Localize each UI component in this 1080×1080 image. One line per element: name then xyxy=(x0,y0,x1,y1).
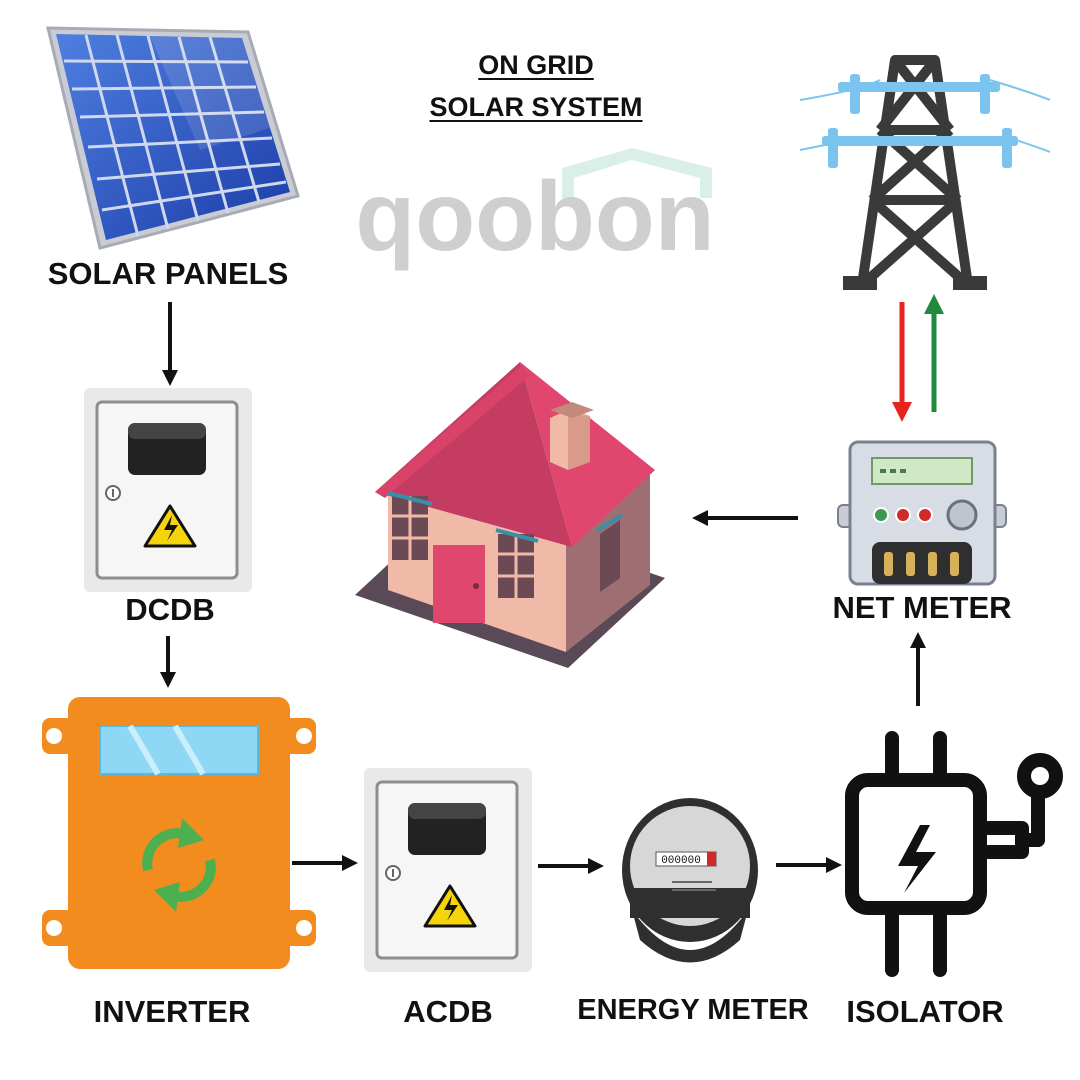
dcdb-box-icon xyxy=(84,388,252,592)
diagram-title: ON GRID SOLAR SYSTEM xyxy=(400,44,672,128)
title-line-2: SOLAR SYSTEM xyxy=(429,92,643,122)
label-isolator: ISOLATOR xyxy=(846,994,1004,1029)
qoobon-logo: qoobon xyxy=(355,148,715,271)
meter-reading: 000000 xyxy=(661,855,701,867)
bolt-icon xyxy=(898,825,936,893)
label-energy-meter: ENERGY METER xyxy=(577,994,809,1026)
title-line-1: ON GRID xyxy=(478,50,594,80)
transmission-tower-icon xyxy=(799,55,1051,290)
label-net-meter: NET METER xyxy=(832,590,1012,625)
energy-meter-icon: 000000 xyxy=(622,798,758,963)
watermark-text: qoobon xyxy=(355,161,714,271)
label-acdb: ACDB xyxy=(403,994,493,1029)
label-dcdb: DCDB xyxy=(125,592,215,627)
acdb-box-icon xyxy=(364,768,532,972)
isolator-icon xyxy=(845,731,1063,977)
solar-panel-icon xyxy=(46,26,300,250)
label-solar-panels: SOLAR PANELS xyxy=(47,256,289,291)
label-inverter: INVERTER xyxy=(93,994,251,1029)
house-icon xyxy=(355,362,665,668)
net-meter-icon xyxy=(837,440,1007,586)
inverter-icon xyxy=(42,697,316,969)
